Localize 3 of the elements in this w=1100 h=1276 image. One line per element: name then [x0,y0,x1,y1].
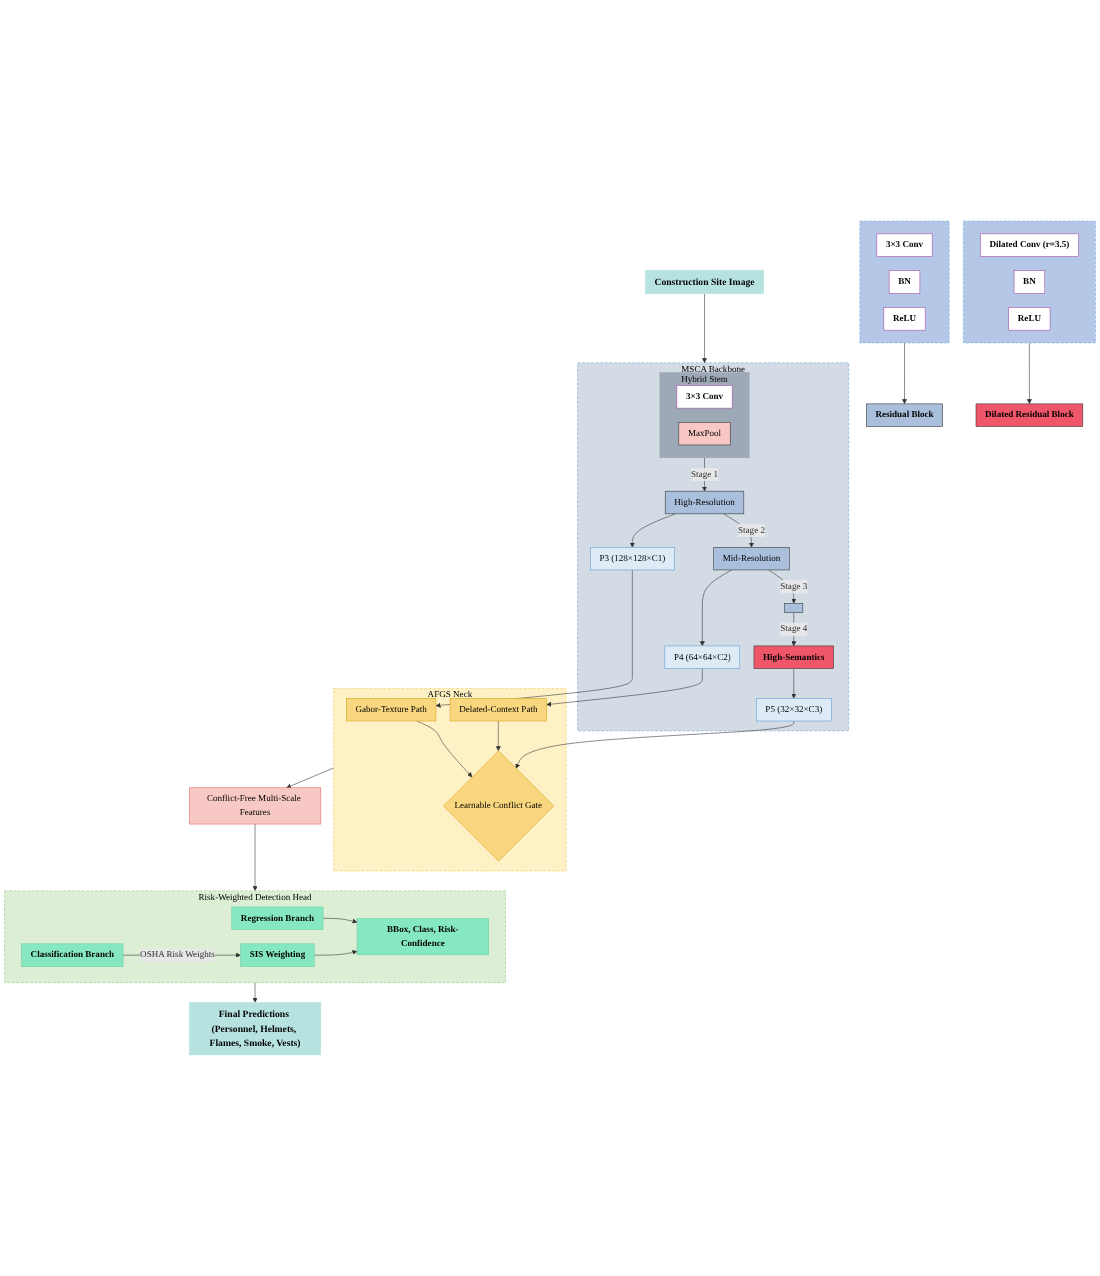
cluster [859,220,950,344]
cluster [963,220,1096,344]
node-box [784,603,804,613]
